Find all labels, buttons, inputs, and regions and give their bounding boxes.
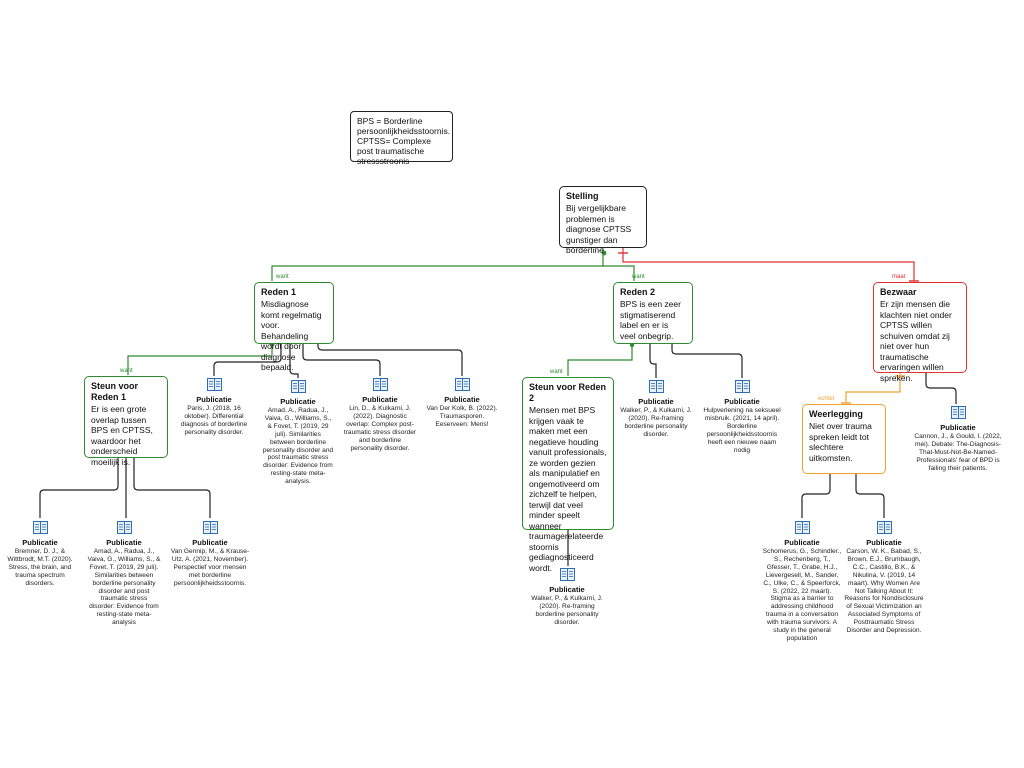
publication-title: Publicatie [22, 538, 58, 547]
weerlegging-text: Niet over trauma spreken leidt tot slech… [809, 421, 872, 463]
steun2-text: Mensen met BPS krijgen vaak te maken met… [529, 405, 607, 573]
edge-steun1-pubs [39, 458, 211, 518]
publication-w-a[interactable]: Publicatie Schomerus, G., Schindler., S.… [762, 521, 842, 643]
weerlegging-node[interactable]: Weerlegging Niet over trauma spreken lei… [802, 404, 886, 474]
edge-reden1-steun1 [127, 344, 273, 375]
publication-text: Van Der Kolk, B. (2022). Traumasporen. E… [426, 405, 498, 428]
bezwaar-node[interactable]: Bezwaar Er zijn mensen die klachten niet… [873, 282, 967, 383]
edge-reden2-pubs [649, 344, 743, 378]
publication-s1-b[interactable]: Publicatie Amad, A., Radua, J., Vaiva, G… [87, 521, 161, 627]
steun2-title: Steun voor Reden 2 [529, 382, 607, 403]
publication-title: Publicatie [549, 585, 585, 594]
reden1-node[interactable]: Reden 1 Misdiagnose komt regelmatig voor… [254, 282, 334, 372]
stelling-node[interactable]: Stelling Bij vergelijkbare problemen is … [559, 186, 647, 255]
publication-title: Publicatie [362, 395, 398, 404]
publication-r1-a[interactable]: Publicatie Paris, J. (2018, 16 oktober).… [178, 378, 250, 437]
reden1-title: Reden 1 [261, 287, 297, 297]
abbreviation-legend[interactable]: BPS = Borderline persoonlijkheidsstoorni… [350, 111, 453, 166]
publication-s1-a[interactable]: Publicatie Bremner, D. J., & Wittbrodt, … [4, 521, 76, 588]
publication-text: Amad, A., Radua, J., Vaiva, G., Williams… [262, 407, 334, 486]
reden1-text: Misdiagnose komt regelmatig voor. Behand… [261, 299, 322, 372]
weerlegging-title: Weerlegging [809, 409, 863, 419]
publication-s1-c[interactable]: Publicatie Van Gennip, M., & Krause-Utz,… [170, 521, 250, 588]
edge-bezwaar-weerlegging [845, 372, 901, 403]
book-icon [794, 521, 810, 534]
publication-text: Amad, A., Radua, J., Vaiva, G., Williams… [87, 548, 161, 627]
publication-s2-a[interactable]: Publicatie Walker, P., & Kulkarni, J. (2… [530, 568, 604, 627]
book-icon [454, 378, 470, 391]
book-icon [734, 380, 750, 393]
steun1-node[interactable]: Steun voor Reden 1 Er is een grote overl… [84, 376, 168, 467]
book-icon [202, 521, 218, 534]
edge-label-want-reden2: want [632, 274, 645, 280]
publication-title: Publicatie [106, 538, 142, 547]
publication-title: Publicatie [866, 538, 902, 547]
publication-text: Carson, W. K., Babad, S., Brown, E.J., B… [844, 548, 924, 635]
edge-reden2-steun2 [567, 344, 633, 376]
edge-stelling-bezwaar [622, 248, 915, 281]
edge-stelling-reden1 [271, 248, 604, 281]
publication-text: Walker, P., & Kulkarni, J. (2020). Re-fr… [620, 407, 692, 438]
publication-title: Publicatie [784, 538, 820, 547]
publication-r1-c[interactable]: Publicatie Lin, D., & Kulkarni, J. (2022… [343, 378, 417, 452]
publication-title: Publicatie [192, 538, 228, 547]
publication-r2-b[interactable]: Publicatie Hulpverlening na seksueel mis… [700, 380, 784, 454]
publication-bz-a[interactable]: Publicatie Cannon, J., & Gould, I. (2022… [908, 406, 1008, 473]
reden2-text: BPS is een zeer stigmatiserend label en … [620, 299, 681, 341]
publication-text: Walker, P., & Kulkarni, J. (2020). Re-fr… [531, 595, 603, 626]
publication-text: Hulpverlening na seksueel misbruik. (202… [703, 407, 781, 454]
book-icon [559, 568, 575, 581]
edge-bezwaar-pub [925, 372, 957, 404]
edge-weerlegging-pubs [801, 474, 885, 518]
publication-r2-a[interactable]: Publicatie Walker, P., & Kulkarni, J. (2… [620, 380, 692, 439]
stelling-title: Stelling [566, 191, 599, 201]
bezwaar-text: Er zijn mensen die klachten niet onder C… [880, 299, 952, 383]
edge-label-want-reden1: want [276, 274, 289, 280]
edge-label-want-steun1: want [120, 368, 133, 374]
book-icon [116, 521, 132, 534]
bezwaar-title: Bezwaar [880, 287, 917, 297]
stelling-text: Bij vergelijkbare problemen is diagnose … [566, 203, 632, 255]
edge-reden1-pubs [213, 344, 463, 378]
book-icon [206, 378, 222, 391]
book-icon [372, 378, 388, 391]
edge-stelling-reden2 [603, 265, 635, 281]
publication-text: Paris, J. (2018, 16 oktober). Differenti… [180, 405, 248, 436]
reden2-title: Reden 2 [620, 287, 656, 297]
publication-text: Van Gennip, M., & Krause-Utz, A. (2021, … [170, 548, 250, 587]
steun1-text: Er is een grote overlap tussen BPS en CP… [91, 404, 153, 467]
publication-text: Schomerus, G., Schindler., S., Rechenber… [762, 548, 842, 642]
edge-label-want-steun2: want [550, 369, 563, 375]
book-icon [648, 380, 664, 393]
publication-r1-d[interactable]: Publicatie Van Der Kolk, B. (2022). Trau… [426, 378, 498, 429]
publication-text: Bremner, D. J., & Wittbrodt, M.T. (2020)… [7, 548, 73, 587]
publication-text: Cannon, J., & Gould, I. (2022, mei). Deb… [914, 433, 1002, 472]
publication-title: Publicatie [638, 397, 674, 406]
publication-title: Publicatie [280, 397, 316, 406]
book-icon [950, 406, 966, 419]
legend-text: BPS = Borderline persoonlijkheidsstoorni… [357, 116, 451, 166]
publication-title: Publicatie [196, 395, 232, 404]
publication-w-b[interactable]: Publicatie Carson, W. K., Babad, S., Bro… [844, 521, 924, 635]
publication-title: Publicatie [724, 397, 760, 406]
edge-stelling-reden2-dot [601, 250, 607, 256]
book-icon [290, 380, 306, 393]
edge-label-maar: maar [892, 274, 906, 280]
publication-r1-b[interactable]: Publicatie Amad, A., Radua, J., Vaiva, G… [262, 380, 334, 486]
publication-title: Publicatie [940, 423, 976, 432]
steun2-node[interactable]: Steun voor Reden 2 Mensen met BPS krijge… [522, 377, 614, 573]
book-icon [32, 521, 48, 534]
book-icon [876, 521, 892, 534]
steun1-title: Steun voor Reden 1 [91, 381, 139, 402]
edge-label-echter: echter [818, 396, 835, 402]
reden2-node[interactable]: Reden 2 BPS is een zeer stigmatiserend l… [613, 282, 693, 344]
publication-title: Publicatie [444, 395, 480, 404]
publication-text: Lin, D., & Kulkarni, J. (2022). Diagnost… [343, 405, 417, 452]
